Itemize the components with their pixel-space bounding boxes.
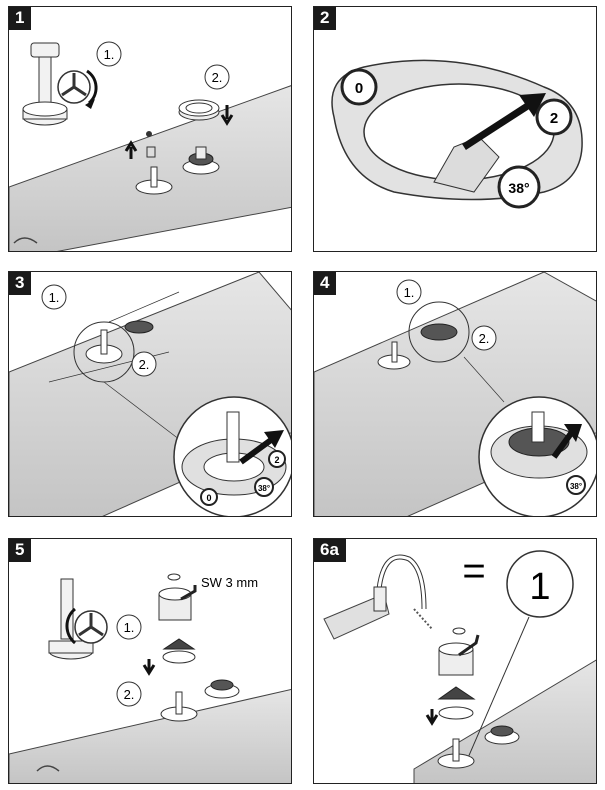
callout-label: 1. — [124, 620, 135, 635]
step-number: 2 — [314, 7, 337, 30]
dial-marker-0 — [340, 68, 378, 106]
step-4-illustration: 1. 2. 38° — [314, 272, 596, 516]
zoom-detail: 38° — [478, 396, 596, 516]
step-5-illustration: 1. 2. SW 3 mm — [9, 573, 291, 783]
callout-2 — [116, 681, 142, 707]
callout-1 — [116, 614, 142, 640]
step-4-panel: 4 1. 2. 38° — [313, 271, 597, 517]
dial-label: 38° — [570, 482, 582, 491]
step-2-illustration: 0 2 38° — [331, 59, 583, 209]
zoom-detail: 0 2 38° — [173, 396, 291, 516]
callout-2 — [131, 351, 157, 377]
callout-label: 1. — [404, 285, 415, 300]
step-number: 1 — [9, 7, 32, 30]
tool-size-label: SW 3 mm — [201, 575, 258, 590]
cover-cap — [178, 99, 234, 126]
step-1-illustration: 1. 2. — [9, 41, 291, 251]
dial-marker-2 — [535, 98, 573, 136]
step-3-panel: 3 1. 2. 0 2 38° — [8, 271, 292, 517]
dial-label: 0 — [355, 80, 363, 97]
quantity-circle — [506, 550, 574, 618]
shutoff-valve — [48, 578, 108, 660]
callout-label: 2. — [479, 331, 490, 346]
callout-label: 2. — [139, 357, 150, 372]
dial-label: 2 — [274, 455, 279, 465]
callout-label: 2. — [212, 70, 223, 85]
quantity-label: 1 — [529, 566, 550, 608]
dial-label: 38° — [258, 484, 270, 493]
hand-shower — [373, 554, 433, 630]
callout-label: 1. — [49, 290, 60, 305]
step-3-illustration: 1. 2. 0 2 38° — [9, 272, 291, 516]
step-number: 4 — [314, 272, 337, 295]
handle-parts — [142, 573, 197, 676]
dial-marker-38 — [497, 165, 541, 209]
dial-label: 38° — [508, 180, 529, 196]
shutoff-valve — [22, 42, 98, 126]
equals-sign: = — [462, 549, 485, 593]
step-2-panel: 2 0 2 38° — [313, 6, 597, 252]
step-5-panel: 5 1. 2. SW 3 mm — [8, 538, 292, 784]
dial-label: 2 — [550, 110, 558, 127]
callout-1 — [396, 279, 422, 305]
handle-parts — [425, 627, 480, 726]
bathtub-deck — [9, 688, 291, 783]
callout-1 — [41, 284, 67, 310]
callout-2 — [471, 325, 497, 351]
step-6a-illustration: = 1 — [323, 549, 596, 783]
step-number: 3 — [9, 272, 32, 295]
step-1-panel: 1 1. 2. — [8, 6, 292, 252]
bathtub-deck — [323, 593, 390, 640]
step-number: 6a — [314, 539, 346, 562]
step-6a-panel: 6a = 1 — [313, 538, 597, 784]
callout-1 — [96, 41, 122, 67]
callout-label: 1. — [104, 47, 115, 62]
callout-label: 2. — [124, 687, 135, 702]
valve-left — [124, 131, 173, 195]
callout-2 — [204, 64, 230, 90]
bathtub-deck — [9, 85, 291, 251]
dial-label: 0 — [206, 493, 211, 503]
valve-right — [182, 146, 220, 175]
step-number: 5 — [9, 539, 32, 562]
